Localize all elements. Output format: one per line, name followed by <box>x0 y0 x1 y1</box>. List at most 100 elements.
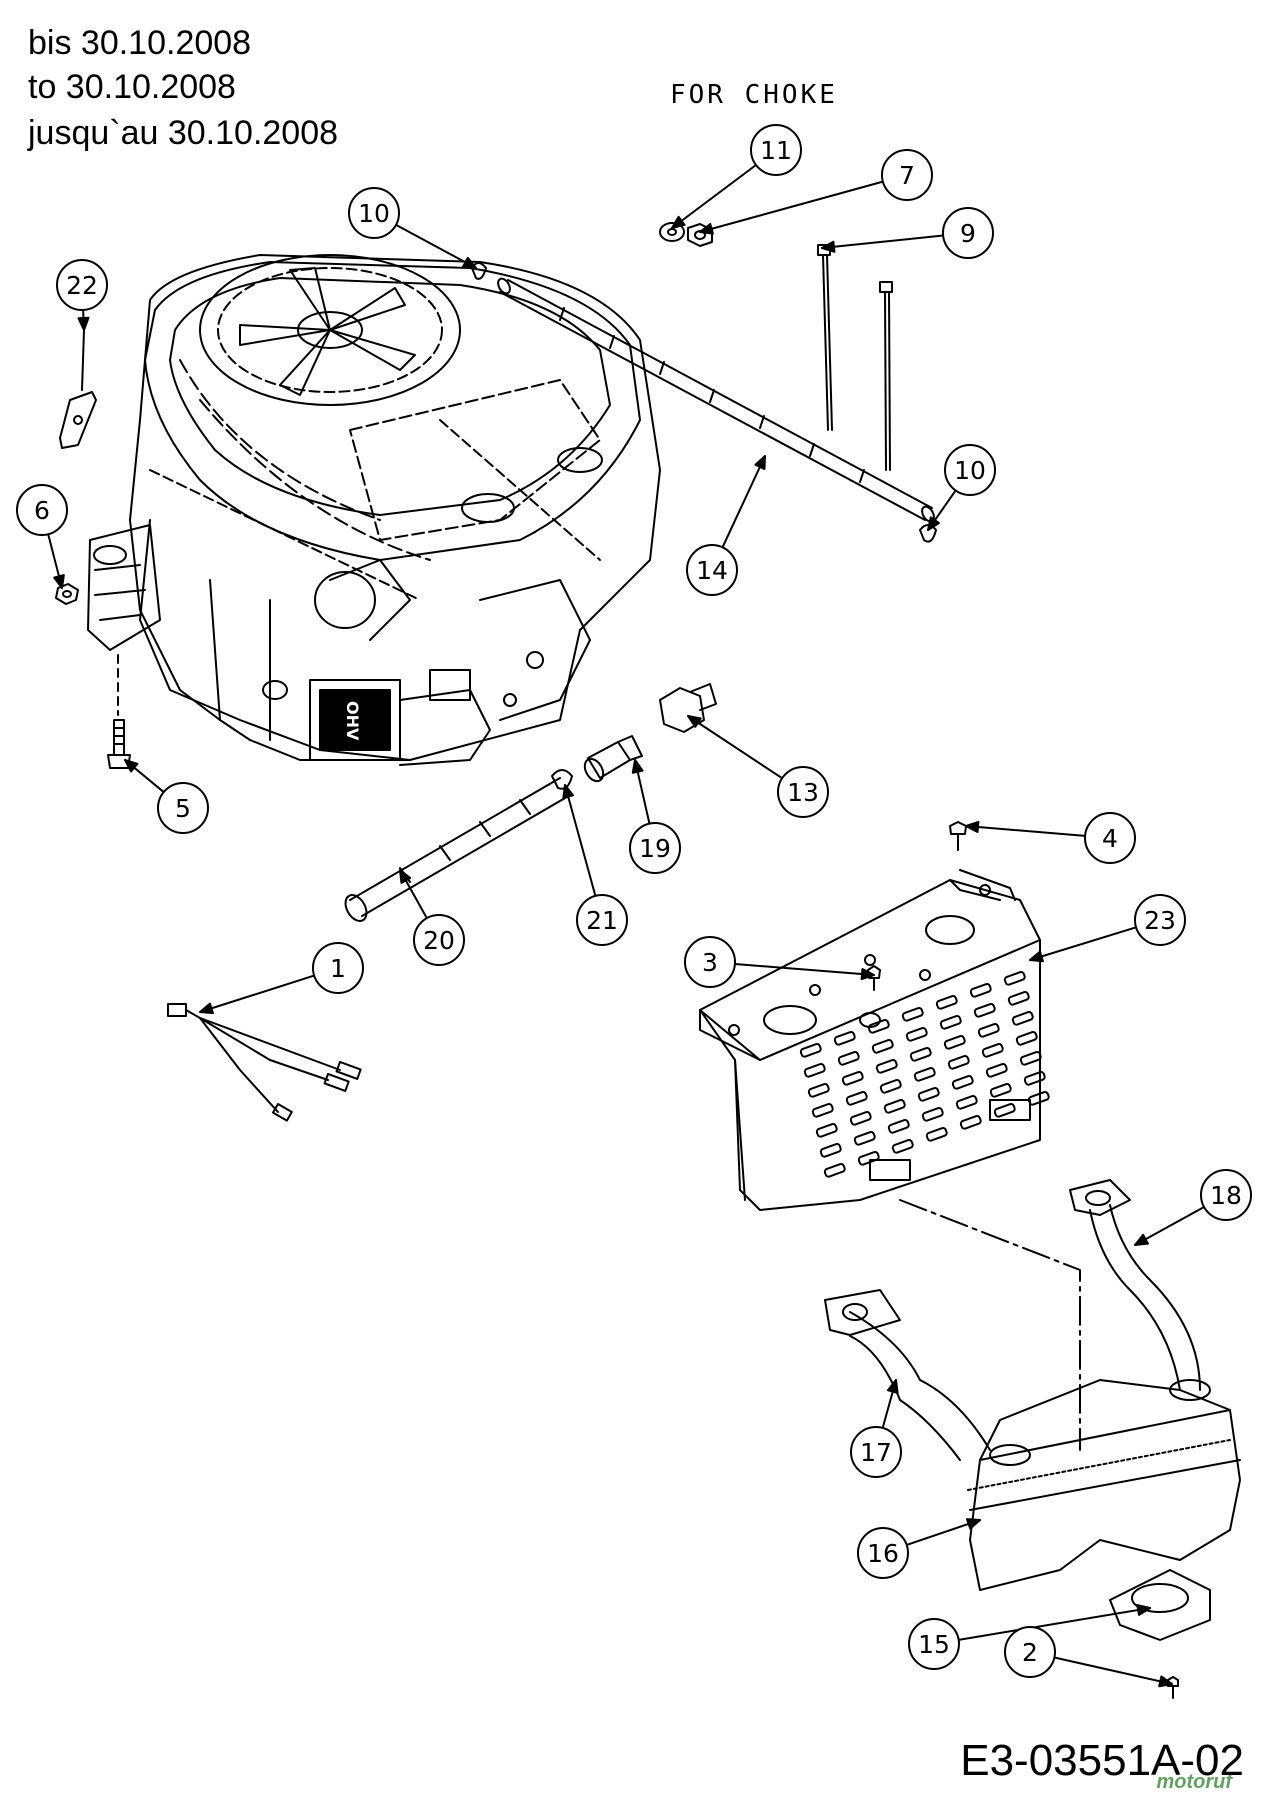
callout-number-13: 13 <box>787 778 819 807</box>
choke-parts <box>471 222 937 543</box>
leader-arrow-10 <box>462 256 477 269</box>
callout-number-15: 15 <box>918 1630 950 1659</box>
callout-number-10: 10 <box>954 456 986 485</box>
vent-slot <box>913 1067 936 1082</box>
callout-number-6: 6 <box>34 496 50 525</box>
leader-arrow-18 <box>1134 1233 1149 1246</box>
vent-slot <box>939 1015 962 1030</box>
callout-number-21: 21 <box>586 906 618 935</box>
leader-arrow-1 <box>199 1002 214 1015</box>
vent-slot <box>1015 1031 1038 1046</box>
leader-arrow-16 <box>966 1518 981 1530</box>
leader-arrow-10 <box>927 516 940 531</box>
vent-slot <box>1003 971 1026 986</box>
callout-circle-20 <box>413 914 465 966</box>
callout-circle-7 <box>881 149 933 201</box>
vent-slot <box>1019 1051 1042 1066</box>
callout-circle-6 <box>16 484 68 536</box>
vent-slot <box>901 1007 924 1022</box>
leader-line-9 <box>821 234 945 249</box>
vent-slot <box>879 1079 902 1094</box>
vent-slot <box>969 983 992 998</box>
leader-arrow-3 <box>860 968 875 981</box>
validity-text-de: bis 30.10.2008 <box>28 24 252 62</box>
vent-slot <box>845 1091 868 1106</box>
leader-arrow-20 <box>399 869 412 884</box>
vent-slot <box>981 1043 1004 1058</box>
validity-text-fr: jusqu`au 30.10.2008 <box>28 114 339 152</box>
leader-arrow-13 <box>687 715 702 728</box>
engine-drawing: OHV <box>87 254 661 766</box>
callout-circle-16 <box>857 1527 909 1579</box>
callout-number-20: 20 <box>423 926 455 955</box>
callout-circle-14 <box>686 544 738 596</box>
muffler-drawing <box>824 1179 1241 1699</box>
vent-slot <box>883 1099 906 1114</box>
hose-fittings <box>344 683 717 922</box>
vent-slot <box>811 1103 834 1118</box>
leader-line-2 <box>1053 1656 1173 1685</box>
leader-line-10 <box>395 223 477 269</box>
callout-circle-17 <box>850 1426 902 1478</box>
leader-line-14 <box>721 455 766 549</box>
leader-arrow-23 <box>1029 950 1044 963</box>
callout-circle-5 <box>157 782 209 834</box>
vent-slot <box>837 1051 860 1066</box>
callout-number-23: 23 <box>1144 906 1176 935</box>
callout-number-18: 18 <box>1210 1181 1242 1210</box>
vent-slot <box>973 1003 996 1018</box>
callout-number-1: 1 <box>330 954 346 983</box>
leader-arrow-6 <box>53 574 65 589</box>
vent-slot <box>925 1127 948 1142</box>
leader-arrow-4 <box>965 821 980 833</box>
leader-arrow-14 <box>754 455 766 470</box>
vent-slot <box>871 1039 894 1054</box>
leader-arrow-9 <box>821 240 836 253</box>
callout-circle-15 <box>908 1618 960 1670</box>
leader-arrow-22 <box>77 316 90 331</box>
callout-number-17: 17 <box>860 1438 892 1467</box>
callout-circle-1 <box>312 942 364 994</box>
choke-note: FOR CHOKE <box>670 80 838 110</box>
vent-slot <box>841 1071 864 1086</box>
leader-line-7 <box>699 180 884 233</box>
vent-slot <box>1011 1011 1034 1026</box>
callout-circle-21 <box>576 894 628 946</box>
vent-slot <box>1027 1091 1050 1106</box>
vent-slot <box>887 1119 910 1134</box>
vent-slot <box>943 1035 966 1050</box>
vent-slot <box>815 1123 838 1138</box>
callout-number-10: 10 <box>358 199 390 228</box>
callout-circle-11 <box>750 124 802 176</box>
callout-number-14: 14 <box>696 556 728 585</box>
validity-text-en: to 30.10.2008 <box>28 68 236 106</box>
vent-slot <box>849 1111 872 1126</box>
callout-number-19: 19 <box>639 834 671 863</box>
leader-arrow-19 <box>631 759 644 774</box>
watermark: motoruf <box>1156 1771 1232 1793</box>
vent-slot <box>1007 991 1030 1006</box>
leader-line-23 <box>1029 926 1138 961</box>
screws <box>867 821 967 991</box>
vent-slot <box>909 1047 932 1062</box>
callout-number-16: 16 <box>867 1539 899 1568</box>
leader-line-21 <box>564 784 597 897</box>
callout-number-11: 11 <box>760 136 792 165</box>
vent-slot <box>819 1143 842 1158</box>
leader-arrow-21 <box>562 784 574 799</box>
vent-slot <box>803 1063 826 1078</box>
callout-circle-2 <box>1004 1626 1056 1678</box>
vent-slot <box>951 1075 974 1090</box>
leader-line-15 <box>957 1607 1151 1641</box>
callout-circle-22 <box>56 259 108 311</box>
callout-circle-4 <box>1084 812 1136 864</box>
leader-arrow-17 <box>886 1379 899 1394</box>
callout-circle-23 <box>1134 894 1186 946</box>
callout-circle-19 <box>629 822 681 874</box>
callout-circle-9 <box>942 207 994 259</box>
leader-line-3 <box>733 962 875 976</box>
leader-arrow-15 <box>1136 1604 1151 1616</box>
